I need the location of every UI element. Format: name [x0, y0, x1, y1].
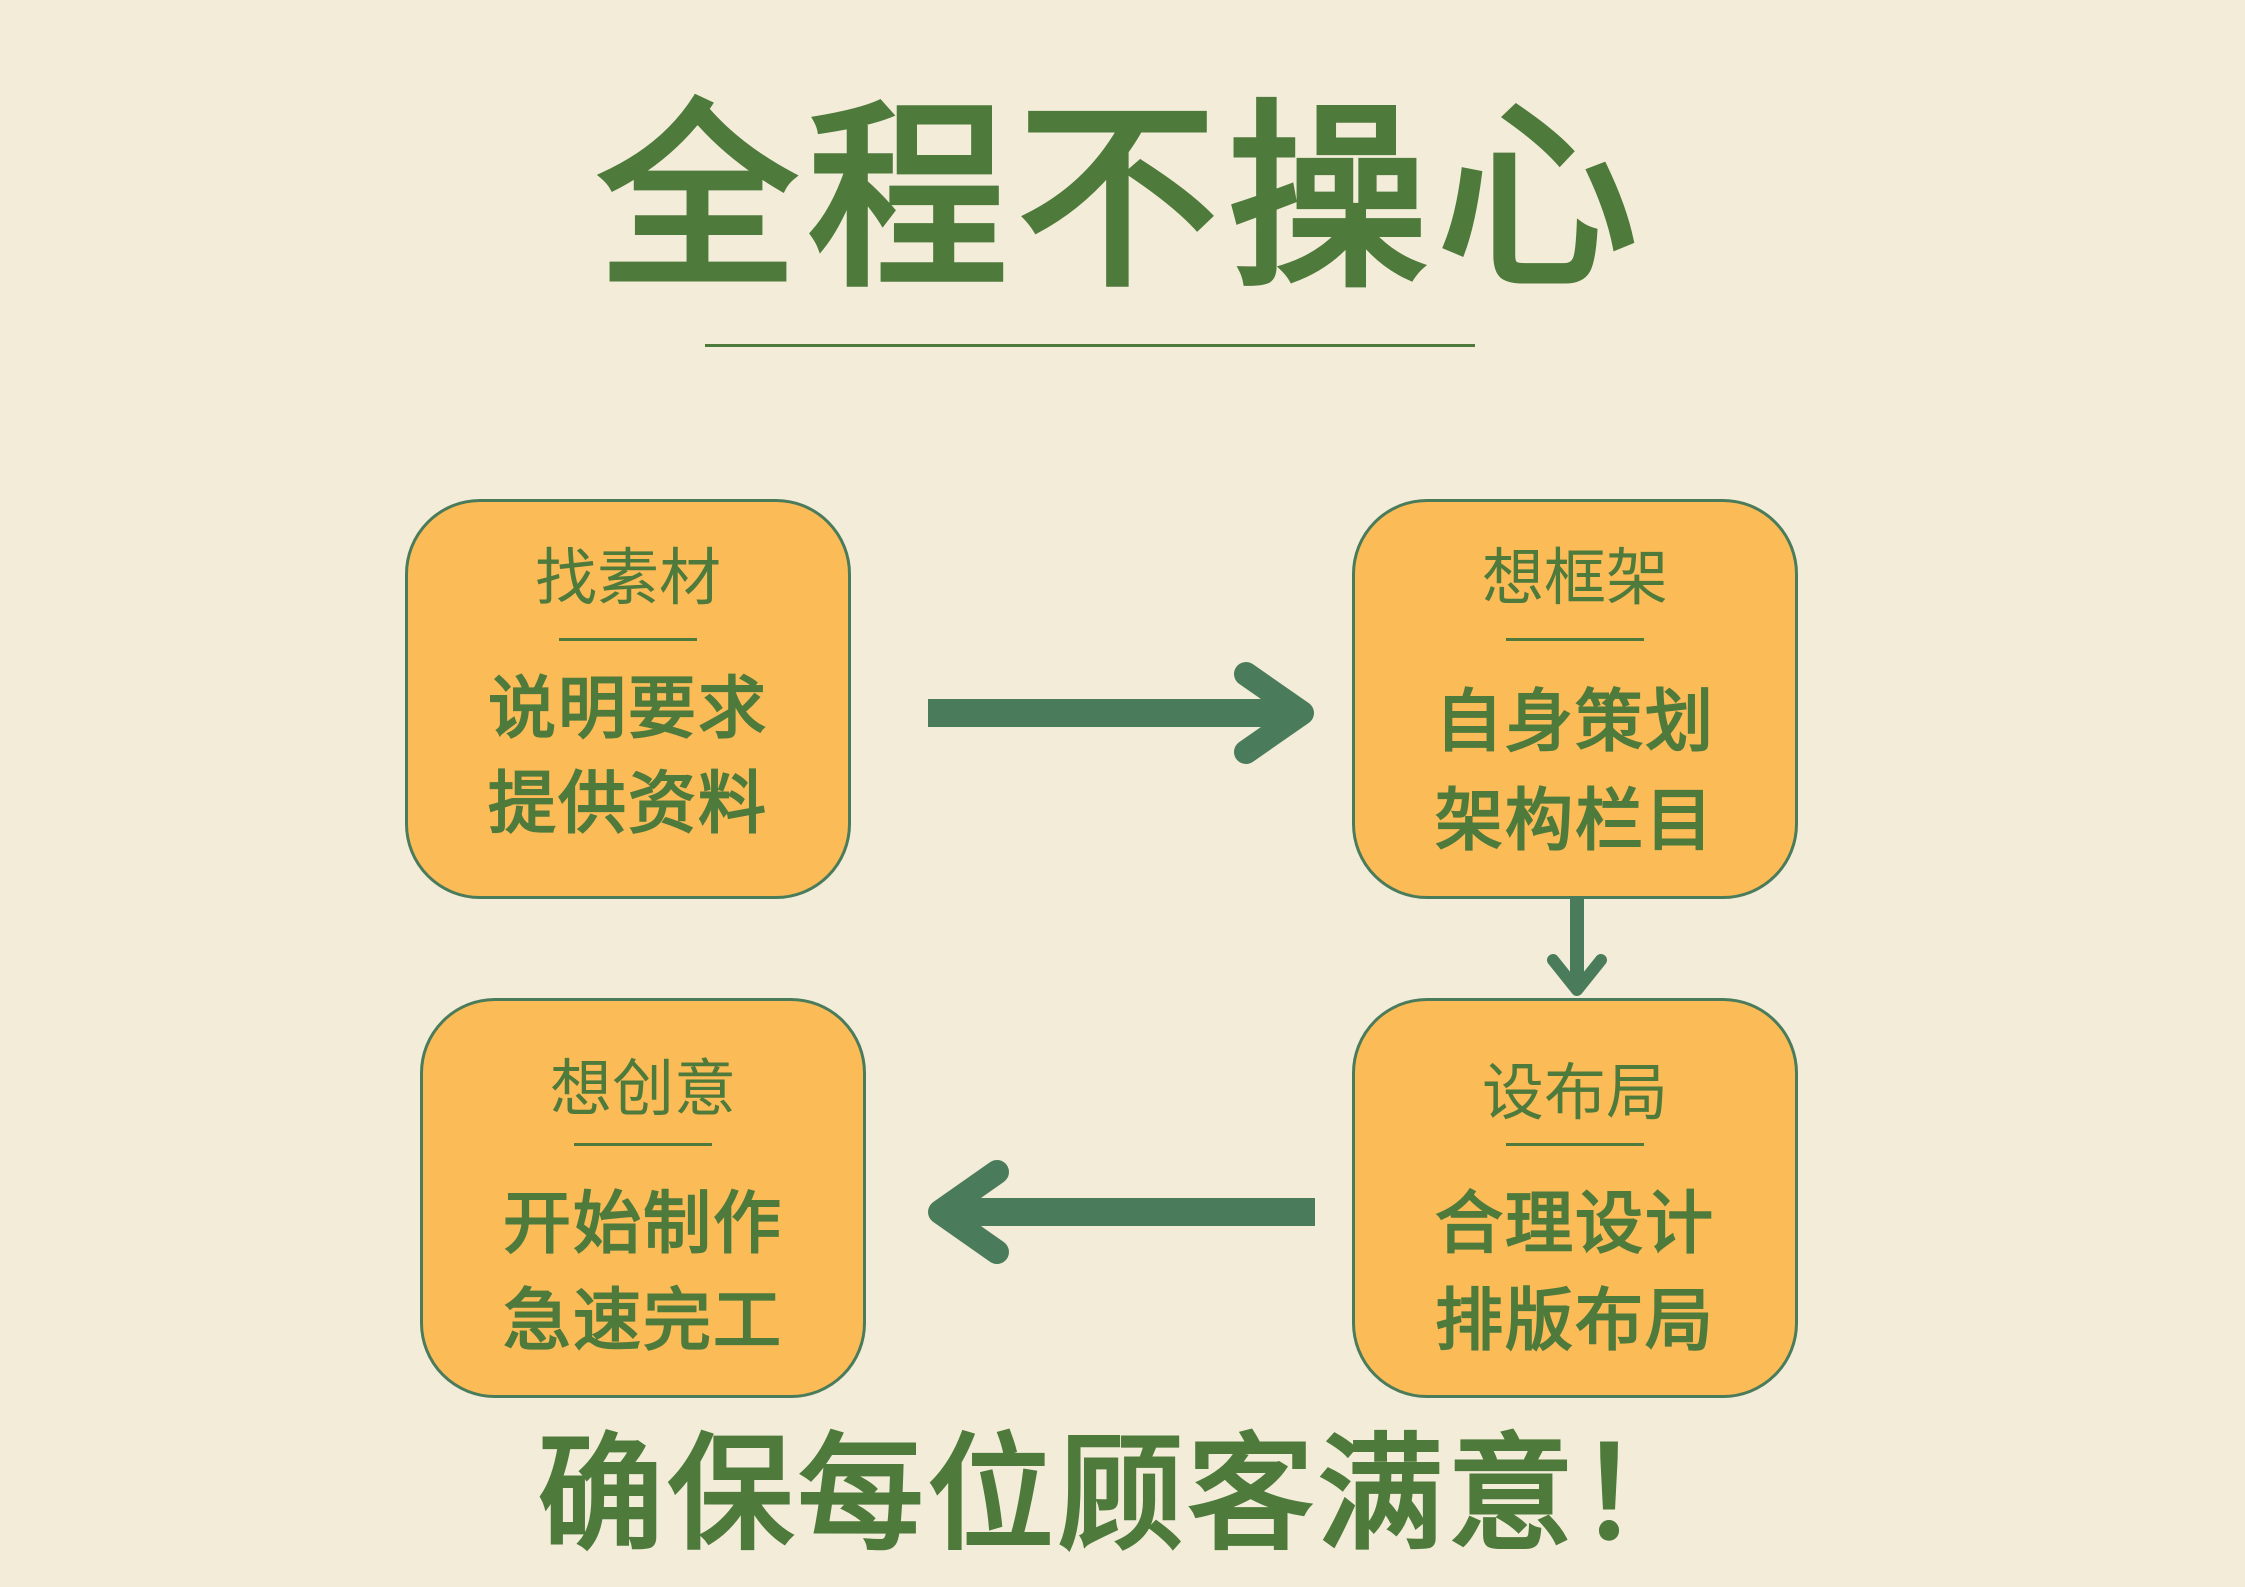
- step-card-layout: 设布局 合理设计 排版布局: [1352, 998, 1798, 1398]
- step-divider: [574, 1143, 712, 1146]
- step-line: 开始制作: [502, 1185, 783, 1264]
- step-divider: [1506, 1143, 1644, 1146]
- step-divider: [559, 638, 697, 641]
- step-card-plan-framework: 想框架 自身策划 架构栏目: [1352, 499, 1798, 899]
- title-divider: [705, 344, 1475, 347]
- step-line: 提供资料: [487, 765, 768, 844]
- step-heading: 设布局: [1481, 1056, 1668, 1129]
- arrow-down-icon: [1547, 899, 1607, 996]
- step-line: 说明要求: [487, 670, 768, 749]
- footer-slogan: 确保每位顾客满意！: [537, 1421, 1708, 1568]
- step-line: 合理设计: [1434, 1185, 1715, 1264]
- step-card-creative: 想创意 开始制作 急速完工: [420, 998, 866, 1398]
- step-card-find-material: 找素材 说明要求 提供资料: [405, 499, 851, 899]
- step-heading: 想创意: [549, 1052, 736, 1125]
- step-line: 自身策划: [1434, 683, 1715, 762]
- page-title: 全程不操心: [597, 83, 1648, 316]
- arrow-left-icon: [928, 1160, 1315, 1264]
- step-line: 架构栏目: [1434, 782, 1715, 861]
- step-heading: 找素材: [534, 541, 721, 614]
- step-divider: [1506, 638, 1644, 641]
- arrow-right-icon: [928, 662, 1314, 764]
- step-heading: 想框架: [1481, 541, 1668, 614]
- step-line: 急速完工: [502, 1282, 783, 1361]
- step-line: 排版布局: [1434, 1282, 1715, 1361]
